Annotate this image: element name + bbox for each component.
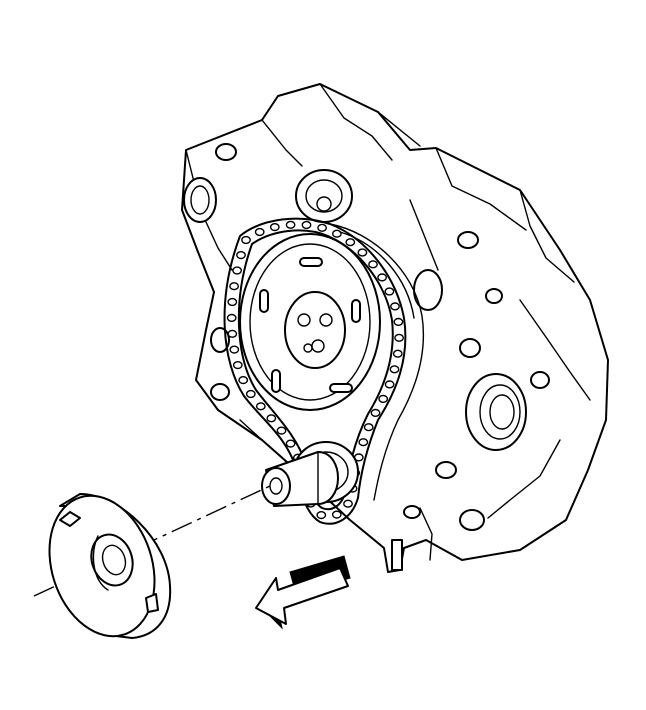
- chain-roller: [316, 510, 327, 520]
- chain-roller: [377, 273, 387, 282]
- bearing-bore: [465, 373, 527, 451]
- chain-roller: [245, 389, 256, 399]
- chain-roller: [241, 235, 251, 245]
- chain-roller: [357, 248, 368, 257]
- chain-roller: [358, 438, 369, 447]
- ring-notch: [59, 511, 81, 527]
- chain-roller: [301, 220, 312, 230]
- dowel-pin: [391, 539, 403, 571]
- balance-shaft-gear: [295, 169, 353, 223]
- chain-roller: [226, 313, 237, 323]
- chain-roller: [227, 329, 238, 338]
- crank-bore: [269, 477, 283, 495]
- chain-roller: [236, 251, 246, 260]
- chain-roller: [394, 333, 404, 342]
- chain-roller: [393, 317, 404, 327]
- chain-roller: [255, 402, 266, 411]
- oil-gallery-port: [413, 269, 443, 311]
- chain-roller: [229, 345, 240, 354]
- chain-roller: [238, 376, 249, 385]
- sprocket-hub: [284, 291, 346, 369]
- chain-roller: [254, 227, 265, 237]
- sprocket-window: [259, 289, 269, 313]
- camshaft-position-reluctor-ring: [48, 493, 172, 639]
- chain-roller: [317, 223, 327, 232]
- crankshaft-snout: [261, 451, 339, 507]
- chain-roller: [285, 439, 296, 448]
- chain-roller: [331, 510, 342, 519]
- camshaft-sprocket: [239, 169, 381, 411]
- chain-roller: [232, 361, 243, 370]
- chain-roller: [285, 220, 296, 229]
- chain-roller: [392, 349, 403, 358]
- head-bolt-hole: [183, 177, 217, 223]
- chain-roller: [331, 229, 342, 238]
- chain-roller: [368, 260, 378, 269]
- chain-roller: [345, 238, 356, 247]
- chain-roller: [276, 426, 287, 435]
- chain-roller: [269, 223, 280, 232]
- chain-roller: [227, 297, 238, 307]
- chain-roller: [343, 499, 353, 508]
- chain-roller: [384, 287, 395, 296]
- chain-roller: [229, 282, 240, 291]
- chain-roller: [370, 408, 381, 418]
- chain-roller: [389, 365, 400, 374]
- removal-direction-arrow: [255, 555, 351, 630]
- chain-roller: [378, 394, 389, 404]
- chain-roller: [266, 414, 277, 423]
- chain-roller: [384, 380, 395, 389]
- chain-roller: [232, 266, 243, 275]
- chain-roller: [390, 302, 400, 311]
- chain-rollers: [226, 220, 404, 520]
- chain-roller: [363, 423, 374, 432]
